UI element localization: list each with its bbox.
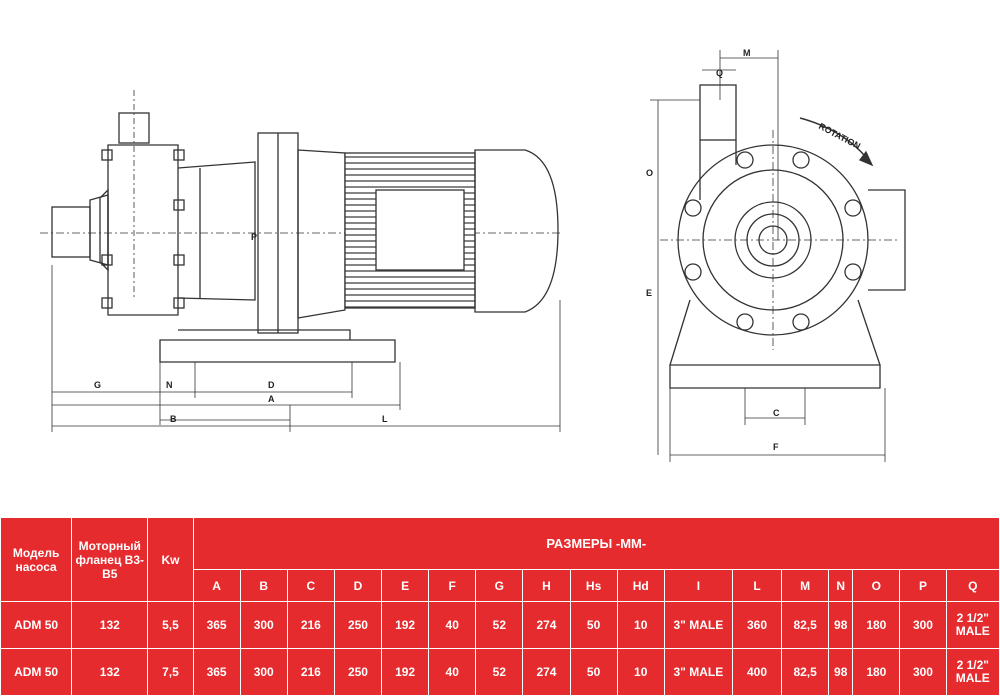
header-kw: Kw xyxy=(147,517,194,602)
col-m: M xyxy=(781,569,830,602)
table-row: ADM 50 132 7,5 365 300 216 250 192 40 52… xyxy=(0,648,1000,696)
cell-n: 98 xyxy=(828,648,854,696)
cell-a: 365 xyxy=(192,601,241,649)
col-d: D xyxy=(333,569,383,602)
cell-b: 300 xyxy=(239,601,288,649)
col-e: E xyxy=(381,569,430,602)
front-base xyxy=(669,364,881,389)
cell-f: 40 xyxy=(428,648,477,696)
column-letters-row: A B C D E F G H Hs Hd I L M N O P Q xyxy=(1,569,1000,602)
header-dimensions: РАЗМЕРЫ -ММ- xyxy=(192,517,1000,570)
header-flange: Моторный фланец B3-B5 xyxy=(71,517,149,602)
cell-b: 300 xyxy=(239,648,288,696)
cell-e: 192 xyxy=(381,648,430,696)
front-bolts xyxy=(684,151,862,331)
col-hs: Hs xyxy=(569,569,618,602)
pump-casing xyxy=(107,144,179,316)
cell-g: 52 xyxy=(475,648,524,696)
terminal-box xyxy=(375,189,465,271)
cell-hd: 10 xyxy=(616,601,665,649)
cell-c: 216 xyxy=(286,601,335,649)
cell-h: 274 xyxy=(522,601,571,649)
label-f: F xyxy=(773,442,779,452)
col-b: B xyxy=(239,569,288,602)
cell-o: 180 xyxy=(852,648,901,696)
cell-flange: 132 xyxy=(71,601,149,649)
side-box xyxy=(868,189,906,291)
col-o: O xyxy=(852,569,901,602)
base-plate xyxy=(159,339,396,363)
cell-a: 365 xyxy=(192,648,241,696)
front-outlet xyxy=(699,84,737,141)
cell-kw: 7,5 xyxy=(147,648,194,696)
label-e: E xyxy=(646,288,652,298)
col-hd: Hd xyxy=(616,569,665,602)
dimension-lines xyxy=(51,133,561,432)
fan-cover xyxy=(474,149,559,313)
pump-technical-drawing: G N D A B L P xyxy=(40,48,906,462)
label-d: D xyxy=(268,380,275,390)
col-f: F xyxy=(428,569,477,602)
col-q: Q xyxy=(945,569,1000,602)
cell-p: 300 xyxy=(899,601,947,649)
col-n: N xyxy=(828,569,854,602)
cell-n: 98 xyxy=(828,601,854,649)
label-c: C xyxy=(773,408,780,418)
cell-g: 52 xyxy=(475,601,524,649)
bracket xyxy=(177,161,256,301)
cell-m: 82,5 xyxy=(781,648,830,696)
cell-p: 300 xyxy=(899,648,947,696)
cell-d: 250 xyxy=(333,648,383,696)
label-q: Q xyxy=(716,68,723,78)
label-o: O xyxy=(646,168,653,178)
label-b: B xyxy=(170,414,177,424)
cell-c: 216 xyxy=(286,648,335,696)
cell-h: 274 xyxy=(522,648,571,696)
cell-d: 250 xyxy=(333,601,383,649)
header-model: Модель насоса xyxy=(0,517,73,602)
cell-l: 360 xyxy=(731,601,783,649)
label-g: G xyxy=(94,380,101,390)
label-a: A xyxy=(268,394,275,404)
table-row: ADM 50 132 5,5 365 300 216 250 192 40 52… xyxy=(0,601,1000,649)
side-view-labels: G N D A B L P xyxy=(94,232,388,424)
cell-q: 2 1/2" MALE xyxy=(945,648,1000,696)
col-p: P xyxy=(899,569,947,602)
col-i: I xyxy=(663,569,733,602)
cell-kw: 5,5 xyxy=(147,601,194,649)
label-m: M xyxy=(743,48,751,58)
cell-model: ADM 50 xyxy=(0,601,73,649)
cell-f: 40 xyxy=(428,601,477,649)
col-c: C xyxy=(286,569,335,602)
cell-i: 3" MALE xyxy=(663,601,733,649)
cell-hs: 50 xyxy=(569,601,618,649)
col-h: H xyxy=(522,569,571,602)
label-l: L xyxy=(382,414,388,424)
col-a: A xyxy=(192,569,241,602)
cell-m: 82,5 xyxy=(781,601,830,649)
label-n: N xyxy=(166,380,173,390)
cell-o: 180 xyxy=(852,601,901,649)
dimensions-table: Модель насоса Моторный фланец B3-B5 Kw Р… xyxy=(0,517,1000,696)
flange-bolts xyxy=(101,149,185,309)
inlet-pipe xyxy=(51,206,91,258)
cell-i: 3" MALE xyxy=(663,648,733,696)
cell-l: 400 xyxy=(731,648,783,696)
cell-hs: 50 xyxy=(569,648,618,696)
col-g: G xyxy=(475,569,524,602)
side-view xyxy=(40,90,561,432)
cell-flange: 132 xyxy=(71,648,149,696)
cell-hd: 10 xyxy=(616,648,665,696)
col-l: L xyxy=(731,569,783,602)
label-p: P xyxy=(251,232,257,242)
cell-q: 2 1/2" MALE xyxy=(945,601,1000,649)
cell-model: ADM 50 xyxy=(0,648,73,696)
cell-e: 192 xyxy=(381,601,430,649)
front-view xyxy=(650,50,906,462)
label-rotation: ROTATION xyxy=(817,121,862,151)
